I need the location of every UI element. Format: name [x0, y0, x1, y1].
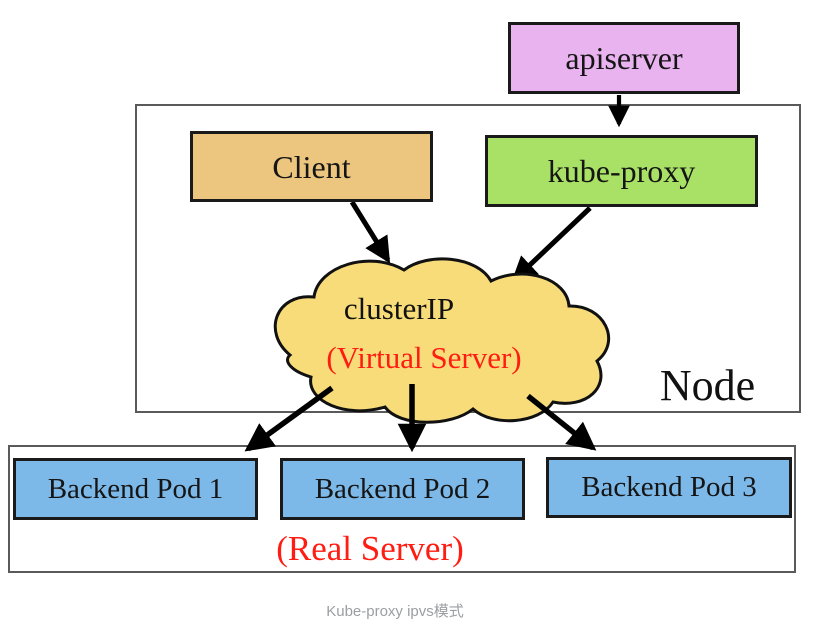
virtual-server-subtitle: (Virtual Server)	[326, 340, 522, 375]
backend-pod-2-label: Backend Pod 2	[314, 472, 491, 505]
backend-pod-1-box: Backend Pod 1	[13, 458, 258, 520]
node-label: Node	[659, 361, 756, 410]
apiserver-box: apiserver	[508, 22, 740, 94]
kube-proxy-label: kube-proxy	[547, 153, 696, 189]
client-label: Client	[272, 148, 351, 185]
client-box: Client	[190, 131, 433, 202]
real-server-label: (Real Server)	[276, 529, 464, 568]
backend-pod-3-label: Backend Pod 3	[581, 471, 757, 503]
backend-pod-3-box: Backend Pod 3	[546, 457, 792, 518]
figure-caption: Kube-proxy ipvs模式	[326, 603, 464, 620]
kube-proxy-box: kube-proxy	[485, 135, 758, 207]
apiserver-label: apiserver	[565, 40, 683, 76]
backend-pod-2-box: Backend Pod 2	[280, 458, 525, 520]
clusterip-title: clusterIP	[343, 291, 455, 326]
backend-pod-1-label: Backend Pod 1	[47, 472, 224, 505]
